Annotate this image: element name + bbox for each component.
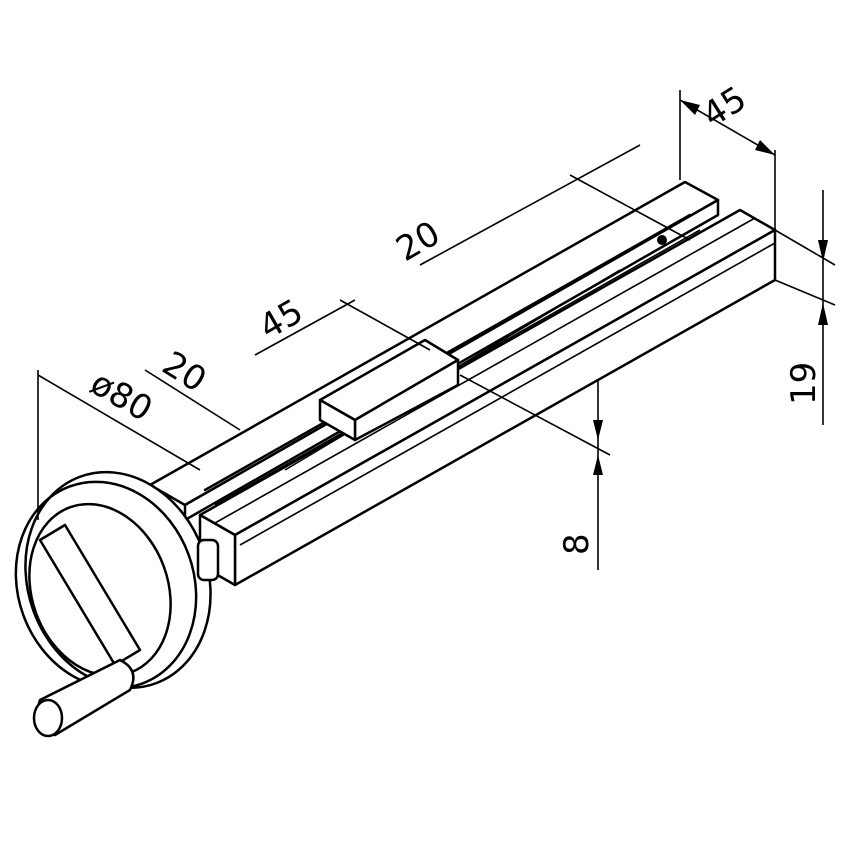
dim-rail-length-front: 20 [155, 344, 213, 401]
dim-handwheel-diameter: ø80 [84, 363, 159, 430]
base-bar [198, 208, 777, 587]
screw-icon [657, 235, 667, 245]
dim-rail-height: 19 [784, 362, 824, 405]
dimension-lines [37, 90, 836, 570]
dim-rail-length-back: 20 [390, 214, 447, 270]
slider-block [318, 338, 460, 442]
dim-top-width: 45 [696, 79, 754, 136]
dim-slider-width: 45 [253, 292, 310, 348]
dim-slider-height: 8 [557, 533, 597, 555]
handwheel [14, 470, 220, 738]
